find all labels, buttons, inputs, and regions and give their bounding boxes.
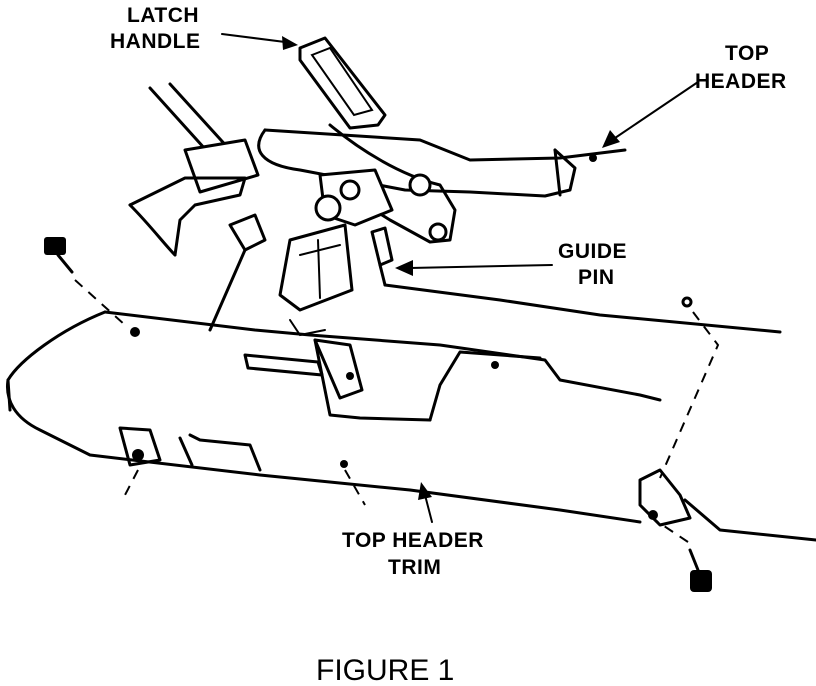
latch-handle-part [298,36,457,244]
latch-mechanism [208,168,394,337]
latch-handle-label: LATCH HANDLE [110,4,205,53]
top-header-trim-label: TOP HEADER TRIM [342,529,490,579]
alignment-line-right [659,311,720,479]
guide-pin-label-line1: GUIDE [558,240,627,263]
latch-handle-leader [221,33,298,50]
top-header-trim-part [5,283,816,542]
guide-pin-label-line2: PIN [578,266,615,289]
guide-pin-label: GUIDE PIN [558,240,633,289]
alignment-line-center [344,469,366,506]
top-header-trim-label-line1: TOP HEADER [342,529,484,552]
top-header-trim-label-line2: TRIM [388,556,441,579]
screw-left [44,237,126,326]
latch-handle-label-line1: LATCH [127,4,199,27]
top-header-leader [602,81,699,148]
top-header-trim-leader [418,482,433,523]
top-header-label: TOP HEADER [695,42,787,93]
guide-pin-leader [395,260,553,276]
latch-handle-label-line2: HANDLE [110,30,201,53]
screw-right [654,519,712,592]
top-header-label-line1: TOP [725,42,769,65]
left-bracket [128,82,260,257]
figure-caption: FIGURE 1 [316,654,454,686]
alignment-line-left [124,469,139,496]
top-header-label-line2: HEADER [695,70,787,93]
top-header-part [257,128,627,198]
